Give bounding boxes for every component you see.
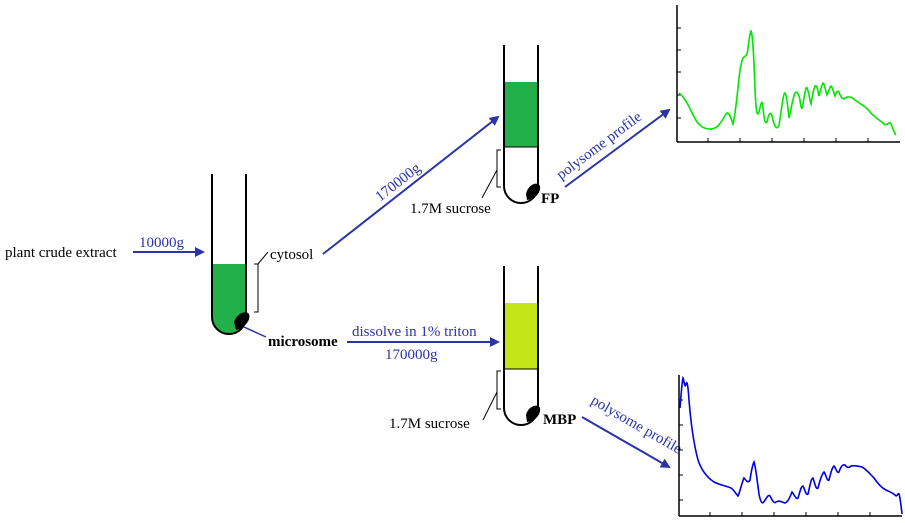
mbp-tube <box>503 266 541 426</box>
tube-outline-icon <box>503 45 539 204</box>
arrow-to-fp-tube <box>322 115 500 255</box>
microsome-label: microsome <box>268 334 338 350</box>
fp-pellet-icon <box>526 183 541 200</box>
spin-fp-label: 170000g <box>373 160 425 205</box>
microsome-leader <box>243 326 267 338</box>
sucrose-fp-label: 1.7M sucrose <box>410 201 491 217</box>
fp-profile-plot <box>676 5 900 143</box>
spin1-label: 10000g <box>139 235 185 251</box>
tube-outline-icon <box>211 174 247 335</box>
mbp-profile-trace <box>679 375 903 515</box>
mbp-profile-plot <box>678 375 903 517</box>
arrow-to-fp-profile <box>564 108 671 188</box>
sucrose-fp-leader <box>481 169 498 199</box>
sucrose-mbp-leader <box>482 391 498 421</box>
first-tube <box>211 174 250 335</box>
mbp-ticks <box>679 399 871 516</box>
arrow-to-mbp-profile <box>581 416 671 468</box>
cytosol-leader <box>257 251 269 265</box>
spin-mbp-label: 170000g <box>385 347 438 363</box>
sucrose-mbp-label: 1.7M sucrose <box>389 416 470 432</box>
mbp-pellet-icon <box>526 405 541 422</box>
profile-fp-label: polysome profile <box>554 109 645 183</box>
fp-tube <box>503 45 541 204</box>
sucrose-fp-bracket <box>496 149 501 188</box>
mbp-label: MBP <box>543 412 576 428</box>
dissolve-label: dissolve in 1% triton <box>352 324 477 340</box>
sucrose-mbp-bracket <box>496 370 501 410</box>
fp-label: FP <box>541 191 559 207</box>
fp-ticks <box>677 27 869 142</box>
cytosol-label: cytosol <box>270 247 313 263</box>
fp-band <box>504 82 538 147</box>
tube-outline-icon <box>503 266 539 426</box>
mbp-band <box>504 303 538 369</box>
cytosol-bracket <box>254 263 259 313</box>
fp-profile-trace <box>678 29 897 136</box>
input-label: plant crude extract <box>5 245 117 261</box>
